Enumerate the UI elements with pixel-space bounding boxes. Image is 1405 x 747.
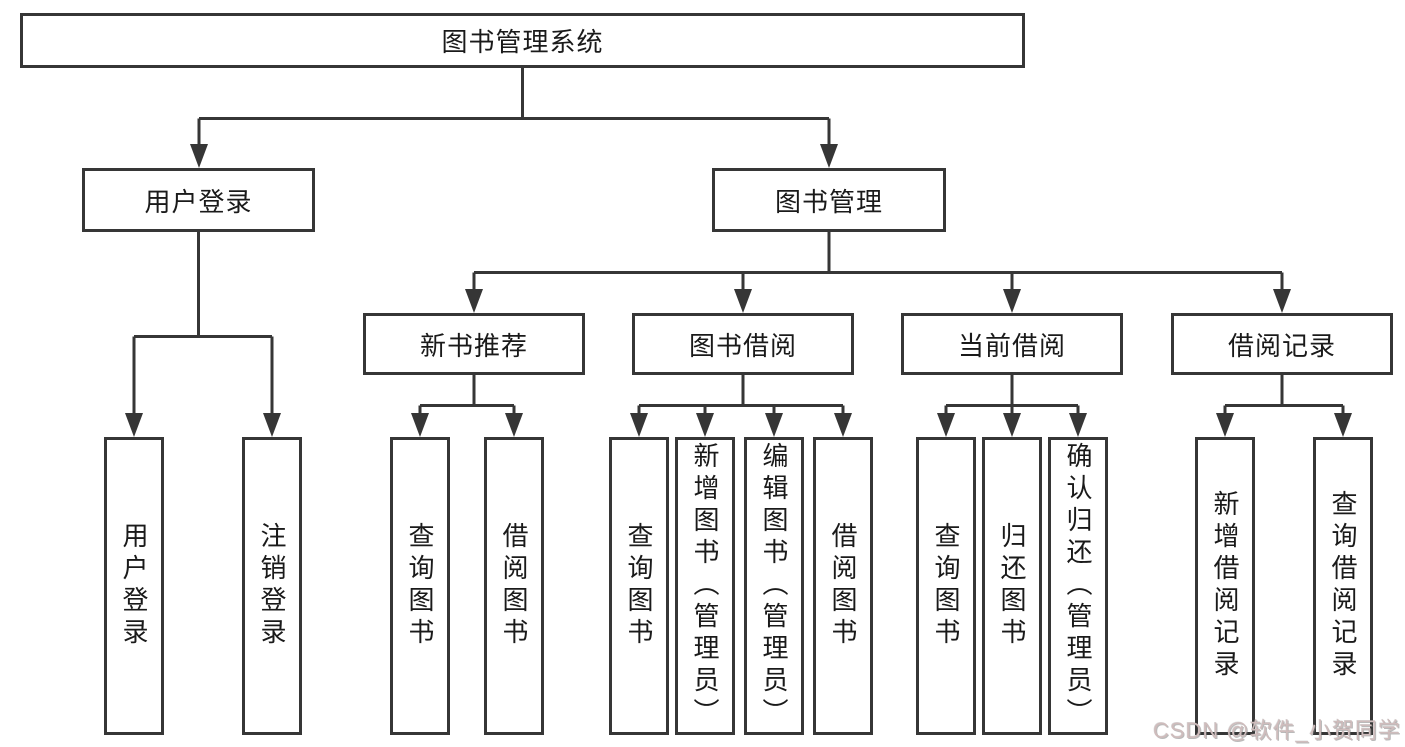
arrow-down-icon [190, 144, 208, 168]
leaf-label: 用户登录 [119, 522, 149, 650]
arrow-down-icon [820, 144, 838, 168]
leaf-borrowing-edit-books-admin: 编辑图书（管理员） [744, 437, 804, 735]
leaf-borrowing-query-books: 查询图书 [609, 437, 669, 735]
leaf-label: 查询借阅记录 [1328, 490, 1358, 682]
leaf-newbook-query-books: 查询图书 [390, 437, 450, 735]
arrowheads [125, 144, 1352, 437]
leaf-label: 查询图书 [931, 522, 961, 650]
node-book-borrowing: 图书借阅 [632, 313, 854, 375]
node-borrowing-records: 借阅记录 [1171, 313, 1393, 375]
leaf-current-return-books: 归还图书 [982, 437, 1042, 735]
leaf-label: 查询图书 [624, 522, 654, 650]
leaf-label: 借阅图书 [499, 522, 529, 650]
leaf-label: 注销登录 [257, 522, 287, 650]
arrow-down-icon [696, 413, 714, 437]
arrow-down-icon [263, 413, 281, 437]
arrow-down-icon [1003, 413, 1021, 437]
arrow-down-icon [1069, 413, 1087, 437]
node-new-book-recommendation: 新书推荐 [363, 313, 585, 375]
arrow-down-icon [1216, 413, 1234, 437]
arrow-down-icon [937, 413, 955, 437]
arrow-down-icon [1003, 289, 1021, 313]
node-current-borrowing: 当前借阅 [901, 313, 1123, 375]
arrow-down-icon [834, 413, 852, 437]
leaf-label: 归还图书 [997, 522, 1027, 650]
arrow-down-icon [411, 413, 429, 437]
node-library-management-system: 图书管理系统 [20, 13, 1025, 68]
watermark-csdn: CSDN @软件_小贺同学 [1152, 718, 1401, 743]
leaf-current-confirm-return-admin: 确认归还（管理员） [1048, 437, 1108, 735]
leaf-label: 确认归还（管理员） [1063, 442, 1093, 730]
leaf-newbook-borrow-books: 借阅图书 [484, 437, 544, 735]
arrow-down-icon [505, 413, 523, 437]
arrow-down-icon [125, 413, 143, 437]
node-book-management: 图书管理 [712, 168, 946, 232]
leaf-label: 借阅图书 [828, 522, 858, 650]
leaf-label: 新增借阅记录 [1210, 490, 1240, 682]
leaf-label: 查询图书 [405, 522, 435, 650]
leaf-borrowing-add-books-admin: 新增图书（管理员） [675, 437, 735, 735]
node-user-login: 用户登录 [82, 168, 315, 232]
leaf-user-login: 用户登录 [104, 437, 164, 735]
leaf-borrowing-borrow-books: 借阅图书 [813, 437, 873, 735]
leaf-records-query-borrow-record: 查询借阅记录 [1313, 437, 1373, 735]
leaf-label: 新增图书（管理员） [690, 442, 720, 730]
arrow-down-icon [1334, 413, 1352, 437]
arrow-down-icon [630, 413, 648, 437]
arrow-down-icon [1273, 289, 1291, 313]
tree-branch-lines [132, 68, 1345, 419]
arrow-down-icon [734, 289, 752, 313]
leaf-current-query-books: 查询图书 [916, 437, 976, 735]
leaf-records-add-borrow-record: 新增借阅记录 [1195, 437, 1255, 735]
leaf-logout: 注销登录 [242, 437, 302, 735]
arrow-down-icon [765, 413, 783, 437]
arrow-down-icon [465, 289, 483, 313]
leaf-label: 编辑图书（管理员） [759, 442, 789, 730]
